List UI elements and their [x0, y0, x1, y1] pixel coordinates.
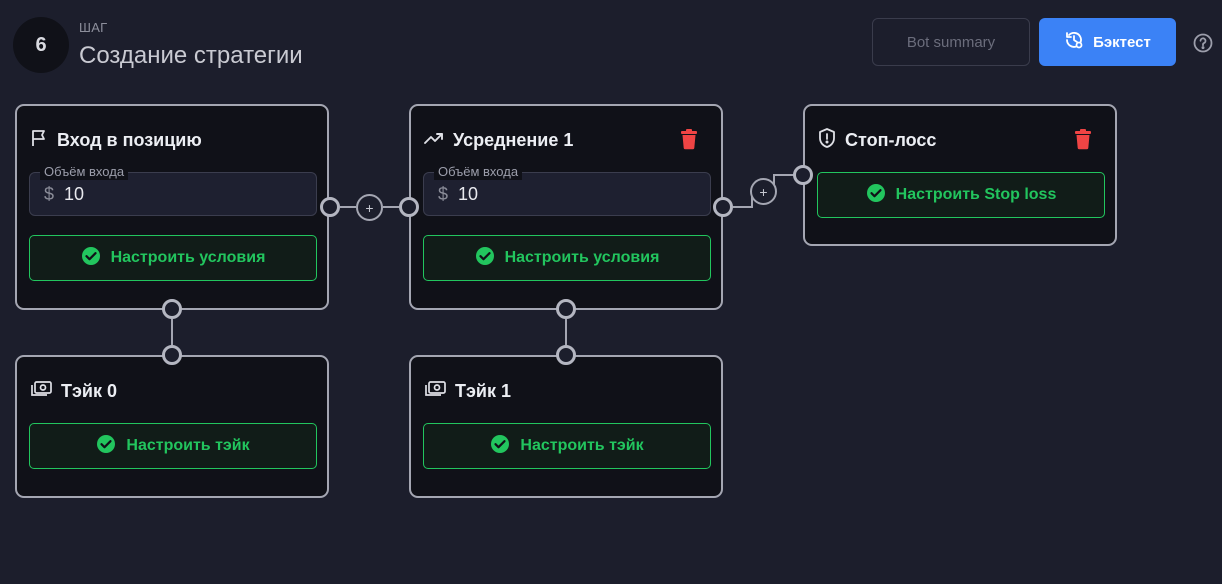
shield-alert-icon: [817, 127, 837, 154]
take1-configure-label: Настроить тэйк: [520, 437, 644, 454]
step-number-badge: 6: [13, 17, 69, 73]
backtest-button[interactable]: Бэктест: [1039, 18, 1176, 66]
averaging-currency-symbol: $: [438, 184, 449, 204]
check-circle-icon: [866, 183, 886, 208]
take1-card-header: Тэйк 1: [423, 379, 511, 403]
entry-volume-value[interactable]: 10: [64, 184, 85, 204]
take1-card-title: Тэйк 1: [455, 380, 512, 401]
take0-card-title: Тэйк 0: [61, 380, 118, 401]
stoploss-card: Стоп-лосс Настроить Stop loss: [803, 104, 1117, 246]
check-circle-icon: [490, 434, 510, 459]
entry-volume-label: Объём входа: [40, 164, 129, 180]
stoploss-configure-label: Настроить Stop loss: [895, 186, 1057, 203]
averaging-input-node[interactable]: [399, 197, 419, 217]
take0-configure-button[interactable]: Настроить тэйк: [29, 423, 317, 469]
stoploss-card-title: Стоп-лосс: [845, 129, 937, 150]
trash-icon[interactable]: [1073, 128, 1095, 152]
money-icon: [29, 379, 53, 404]
plus-icon: +: [365, 199, 374, 216]
take0-card-header: Тэйк 0: [29, 379, 117, 403]
entry-configure-button[interactable]: Настроить условия: [29, 235, 317, 281]
take0-input-node[interactable]: [162, 345, 182, 365]
page-title: Создание стратегии: [79, 42, 303, 69]
stoploss-input-node[interactable]: [793, 165, 813, 185]
take0-card: Тэйк 0 Настроить тэйк: [15, 355, 329, 498]
take1-card: Тэйк 1 Настроить тэйк: [409, 355, 723, 498]
entry-card: Вход в позицию Объём входа $ 10 Настроит…: [15, 104, 329, 310]
averaging-volume-value[interactable]: 10: [458, 184, 479, 204]
trending-up-icon: [423, 128, 445, 153]
trash-icon[interactable]: [679, 128, 701, 152]
entry-currency-symbol: $: [44, 184, 55, 204]
take1-configure-button[interactable]: Настроить тэйк: [423, 423, 711, 469]
averaging-output-node[interactable]: [713, 197, 733, 217]
averaging-configure-label: Настроить условия: [504, 249, 660, 266]
backtest-icon: [1064, 30, 1084, 54]
averaging-volume-label: Объём входа: [434, 164, 523, 180]
averaging-card-header: Усреднение 1: [423, 128, 573, 152]
entry-card-title: Вход в позицию: [57, 129, 202, 150]
check-circle-icon: [96, 434, 116, 459]
check-circle-icon: [475, 246, 495, 271]
backtest-label: Бэктест: [1093, 33, 1151, 51]
step-label: ШАГ: [79, 20, 108, 35]
entry-take-output-node[interactable]: [162, 299, 182, 319]
averaging-volume-field[interactable]: Объём входа $ 10: [423, 164, 711, 216]
take0-configure-label: Настроить тэйк: [126, 437, 250, 454]
take1-input-node[interactable]: [556, 345, 576, 365]
entry-card-header: Вход в позицию: [29, 128, 202, 152]
help-icon[interactable]: [1192, 32, 1214, 54]
check-circle-icon: [81, 246, 101, 271]
stoploss-configure-button[interactable]: Настроить Stop loss: [817, 172, 1105, 218]
add-step-button[interactable]: +: [356, 194, 383, 221]
averaging-configure-button[interactable]: Настроить условия: [423, 235, 711, 281]
averaging-take-output-node[interactable]: [556, 299, 576, 319]
bot-summary-label: Bot summary: [906, 33, 996, 51]
add-step-button[interactable]: +: [750, 178, 777, 205]
averaging-card-title: Усреднение 1: [453, 129, 574, 150]
stoploss-card-header: Стоп-лосс: [817, 127, 937, 154]
money-icon: [423, 379, 447, 404]
entry-configure-label: Настроить условия: [110, 249, 266, 266]
entry-volume-field[interactable]: Объём входа $ 10: [29, 164, 317, 216]
averaging-card: Усреднение 1 Объём входа $ 10 Настроить …: [409, 104, 723, 310]
bot-summary-button[interactable]: Bot summary: [872, 18, 1030, 66]
flag-icon: [29, 128, 49, 153]
entry-output-node[interactable]: [320, 197, 340, 217]
plus-icon: +: [759, 183, 768, 200]
step-number: 6: [35, 33, 47, 56]
